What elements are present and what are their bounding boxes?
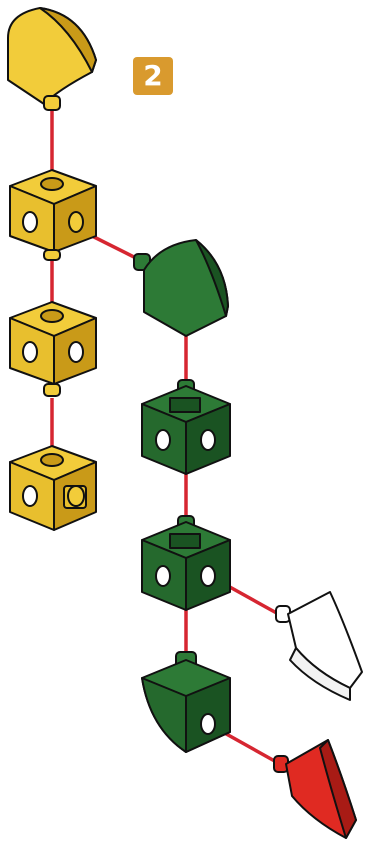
- yellow-cube-with-side-pin: [9, 169, 97, 261]
- yellow-curved-slope: [7, 7, 97, 111]
- yellow-cube: [9, 301, 97, 397]
- green-curved-slope: [133, 239, 229, 337]
- green-cube: [141, 379, 231, 475]
- red-slope: [273, 739, 357, 839]
- green-curved-cube: [141, 651, 231, 753]
- green-cube-with-side-hole: [141, 515, 231, 611]
- white-slope: [275, 591, 363, 701]
- yellow-cube-with-bottom-pin: [9, 445, 97, 531]
- step-number-badge: 2: [133, 57, 173, 95]
